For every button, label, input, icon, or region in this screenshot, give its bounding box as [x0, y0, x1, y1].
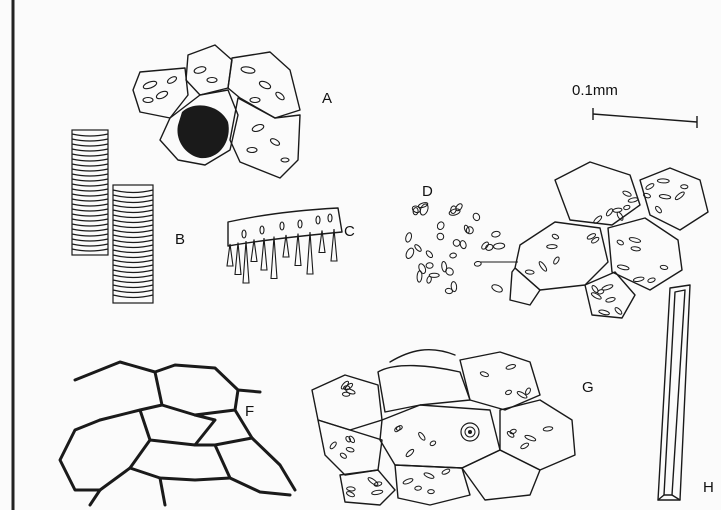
scale-bar: 0.1mm [572, 82, 697, 128]
dark-mass [177, 105, 228, 158]
label-c: C [344, 223, 355, 240]
figure-c-epidermis [227, 208, 342, 283]
label-g: G [582, 379, 594, 396]
figure-h-fiber [658, 285, 690, 500]
label-h: H [703, 479, 714, 496]
label-f: F [245, 403, 254, 420]
figure-g-cell-cluster [312, 350, 575, 505]
label-a: A [322, 90, 332, 107]
label-d: D [422, 183, 433, 200]
label-b: B [175, 231, 185, 248]
figure-a-cells [133, 45, 300, 178]
figure-f-hexagonal-cells [60, 362, 295, 505]
figure-b-spiral-vessels [72, 130, 153, 303]
scale-bar-text: 0.1mm [572, 82, 618, 99]
figure-d-starch-cells [405, 162, 708, 318]
